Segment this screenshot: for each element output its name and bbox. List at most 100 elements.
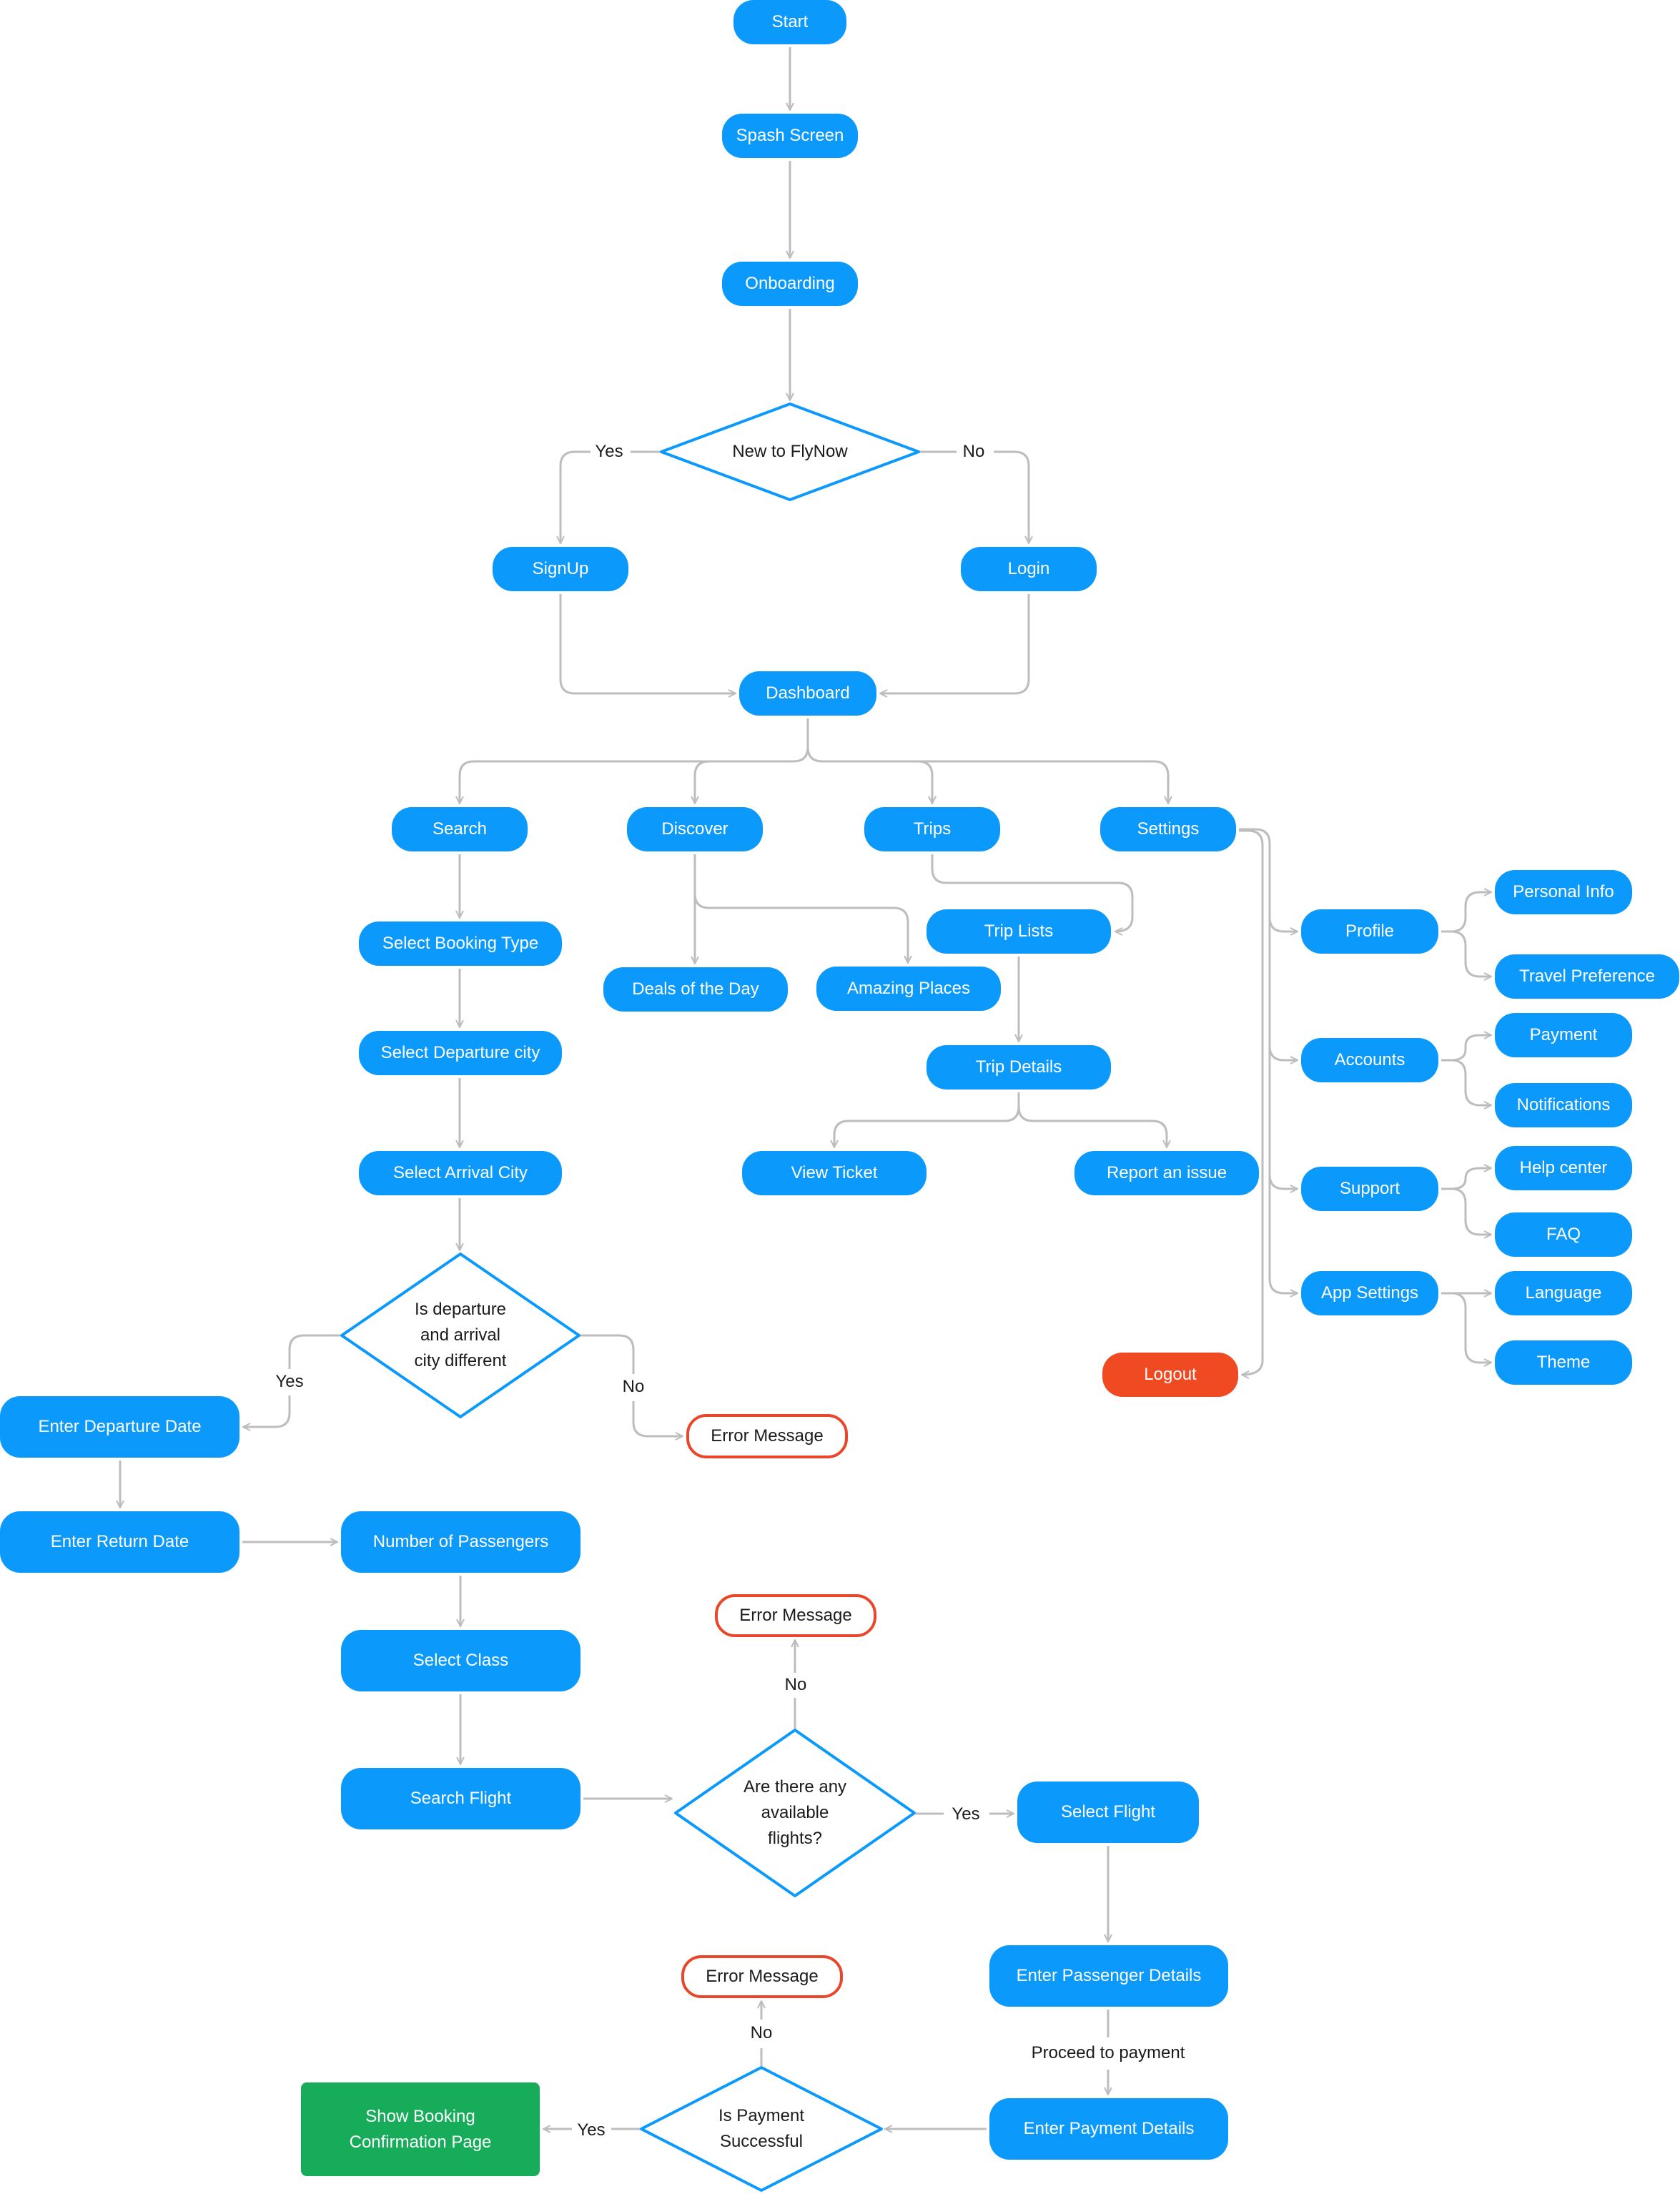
theme-label: Theme (1536, 1353, 1591, 1372)
search-node[interactable]: Search (392, 807, 528, 851)
travel-preference-label: Travel Preference (1519, 967, 1655, 986)
edge-label-proceed: Proceed to payment (1027, 2042, 1190, 2064)
theme-node[interactable]: Theme (1495, 1340, 1632, 1385)
flights-available-label: Are there any available flights? (743, 1777, 847, 1848)
new-to-flynow-label: New to FlyNow (732, 442, 848, 461)
splash-screen-node[interactable]: Spash Screen (722, 114, 858, 158)
edge-new-no-login (920, 450, 1029, 543)
support-node[interactable]: Support (1301, 1167, 1438, 1211)
settings-node[interactable]: Settings (1100, 807, 1236, 851)
payment-successful-label: Is Payment Successful (718, 2106, 805, 2151)
error-message-city-label: Error Message (711, 1426, 824, 1446)
trips-node[interactable]: Trips (864, 807, 1000, 851)
trip-details-node[interactable]: Trip Details (927, 1045, 1111, 1089)
splash-screen-label: Spash Screen (736, 126, 844, 145)
edge-support-help (1441, 1168, 1491, 1190)
help-center-node[interactable]: Help center (1495, 1146, 1632, 1190)
profile-label: Profile (1345, 921, 1395, 941)
edge-label-new-no: No (958, 441, 989, 463)
edge-settings-appsettings (1268, 1278, 1298, 1293)
edge-accounts-notifications (1451, 1059, 1491, 1105)
dashboard-node[interactable]: Dashboard (739, 671, 876, 716)
discover-node[interactable]: Discover (627, 807, 763, 851)
faq-node[interactable]: FAQ (1495, 1212, 1632, 1257)
edge-settings-profile (1268, 916, 1298, 932)
select-flight-node[interactable]: Select Flight (1017, 1782, 1199, 1843)
edge-support-faq (1451, 1187, 1491, 1235)
edge-new-yes-signup (560, 450, 660, 543)
edge-city-no (580, 1334, 683, 1436)
select-class-node[interactable]: Select Class (341, 1630, 580, 1691)
error-message-flights-label: Error Message (739, 1606, 852, 1625)
settings-label: Settings (1137, 819, 1200, 839)
enter-return-date-node[interactable]: Enter Return Date (0, 1511, 239, 1573)
payment-successful-decision[interactable]: Is Payment Successful (640, 2066, 883, 2192)
edge-details-viewticket (834, 1092, 1020, 1147)
trip-details-label: Trip Details (975, 1057, 1062, 1077)
edge-label-city-yes: Yes (271, 1371, 308, 1393)
edge-trips-triplists (931, 854, 1134, 932)
view-ticket-node[interactable]: View Ticket (742, 1151, 927, 1195)
edge-login-dashboard (880, 594, 1030, 693)
accounts-node[interactable]: Accounts (1301, 1038, 1438, 1082)
notifications-label: Notifications (1516, 1095, 1611, 1115)
edge-discover-amazing (693, 893, 908, 963)
select-class-label: Select Class (412, 1651, 509, 1670)
select-departure-city-node[interactable]: Select Departure city (359, 1031, 562, 1075)
new-to-flynow-decision[interactable]: New to FlyNow (660, 402, 920, 501)
accounts-label: Accounts (1334, 1050, 1405, 1069)
profile-node[interactable]: Profile (1301, 909, 1438, 954)
trips-label: Trips (913, 819, 952, 839)
notifications-node[interactable]: Notifications (1495, 1083, 1632, 1127)
report-issue-label: Report an issue (1106, 1163, 1227, 1182)
signup-node[interactable]: SignUp (493, 547, 628, 591)
flights-available-decision[interactable]: Are there any available flights? (674, 1729, 916, 1897)
dashboard-label: Dashboard (766, 683, 850, 703)
trip-lists-node[interactable]: Trip Lists (927, 909, 1111, 954)
city-different-decision[interactable]: Is departure and arrival city different (340, 1252, 580, 1418)
travel-preference-node[interactable]: Travel Preference (1495, 954, 1679, 999)
edge-dashboard-search (460, 718, 809, 804)
edge-label-new-yes: Yes (591, 441, 628, 463)
amazing-places-node[interactable]: Amazing Places (816, 967, 1001, 1011)
deals-of-the-day-label: Deals of the Day (632, 979, 759, 999)
edge-profile-personal (1441, 892, 1491, 933)
onboarding-node[interactable]: Onboarding (722, 262, 858, 306)
select-flight-label: Select Flight (1060, 1802, 1156, 1822)
booking-confirmation-label: Show Booking Confirmation Page (349, 2106, 492, 2152)
enter-departure-date-node[interactable]: Enter Departure Date (0, 1396, 239, 1458)
start-node[interactable]: Start (733, 0, 846, 44)
language-node[interactable]: Language (1495, 1271, 1632, 1315)
personal-info-node[interactable]: Personal Info (1495, 870, 1632, 914)
app-settings-node[interactable]: App Settings (1301, 1271, 1438, 1315)
search-label: Search (432, 819, 488, 839)
enter-departure-date-label: Enter Departure Date (38, 1417, 202, 1436)
enter-passenger-details-node[interactable]: Enter Passenger Details (989, 1945, 1228, 2007)
edge-settings-rail-inner (1239, 828, 1271, 1280)
error-message-city-node[interactable]: Error Message (686, 1414, 848, 1458)
number-of-passengers-label: Number of Passengers (372, 1532, 549, 1551)
personal-info-label: Personal Info (1513, 882, 1614, 901)
report-issue-node[interactable]: Report an issue (1074, 1151, 1259, 1195)
logout-node[interactable]: Logout (1102, 1353, 1238, 1397)
enter-payment-details-node[interactable]: Enter Payment Details (989, 2098, 1228, 2160)
search-flight-label: Search Flight (410, 1789, 512, 1808)
edge-label-pay-yes: Yes (573, 2120, 610, 2141)
deals-of-the-day-node[interactable]: Deals of the Day (603, 967, 788, 1012)
error-message-flights-node[interactable]: Error Message (715, 1594, 876, 1637)
error-message-payment-node[interactable]: Error Message (681, 1955, 843, 1998)
search-flight-node[interactable]: Search Flight (341, 1768, 580, 1829)
enter-payment-details-label: Enter Payment Details (1023, 2119, 1195, 2138)
login-label: Login (1007, 559, 1050, 578)
payment-label: Payment (1529, 1025, 1598, 1044)
help-center-label: Help center (1519, 1158, 1608, 1177)
booking-confirmation-node[interactable]: Show Booking Confirmation Page (301, 2082, 540, 2176)
onboarding-label: Onboarding (745, 274, 835, 293)
select-arrival-city-node[interactable]: Select Arrival City (359, 1151, 562, 1195)
select-booking-type-label: Select Booking Type (382, 934, 539, 953)
payment-node[interactable]: Payment (1495, 1013, 1632, 1057)
number-of-passengers-node[interactable]: Number of Passengers (341, 1511, 580, 1573)
login-node[interactable]: Login (961, 547, 1097, 591)
edge-dashboard-discover (695, 760, 710, 804)
select-booking-type-node[interactable]: Select Booking Type (359, 921, 562, 966)
